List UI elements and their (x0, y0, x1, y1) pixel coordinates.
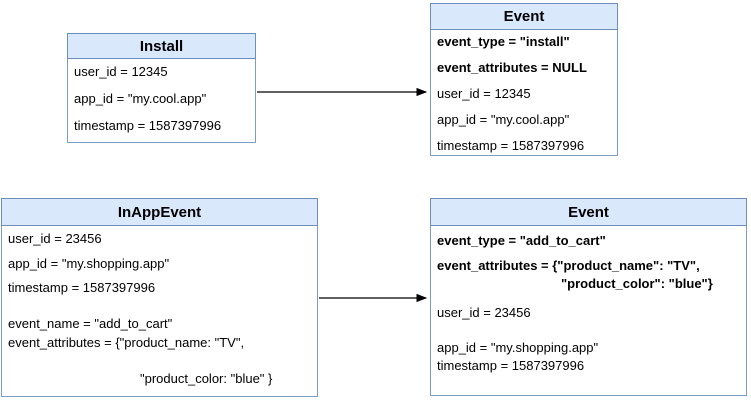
field-row: user_id = 12345 (437, 86, 531, 101)
inappevent-box-body: user_id = 23456 app_id = "my.shopping.ap… (2, 226, 317, 387)
field-row: timestamp = 1587397996 (437, 358, 585, 373)
field-row: event_attributes = {"product_name: "TV", (8, 335, 245, 350)
event-addtocart-box: Event event_type = "add_to_cart" event_a… (430, 198, 747, 396)
event-addtocart-box-title: Event (430, 198, 747, 226)
field-row: app_id = "my.cool.app" (437, 112, 570, 127)
field-row-continuation: "product_color: "blue" } (140, 371, 273, 386)
field-row: app_id = "my.shopping.app" (437, 340, 599, 355)
field-row: user_id = 23456 (8, 231, 102, 246)
field-row: event_type = "install" (437, 34, 570, 49)
field-row: app_id = "my.cool.app" (74, 91, 207, 106)
field-row: timestamp = 1587397996 (8, 280, 156, 295)
field-row: timestamp = 1587397996 (437, 138, 585, 153)
event-install-box-body: event_type = "install" event_attributes … (431, 30, 617, 154)
event-install-box: Event event_type = "install" event_attri… (430, 3, 618, 156)
field-row: app_id = "my.shopping.app" (8, 256, 170, 271)
install-box: Install user_id = 12345 app_id = "my.coo… (67, 33, 256, 143)
field-row: event_type = "add_to_cart" (437, 233, 606, 248)
field-row: user_id = 23456 (437, 305, 531, 320)
field-row: event_name = "add_to_cart" (8, 316, 173, 331)
event-install-box-title: Event (430, 3, 618, 30)
install-box-title: Install (67, 33, 256, 59)
field-row: event_attributes = NULL (437, 60, 587, 75)
inappevent-box: InAppEvent user_id = 23456 app_id = "my.… (1, 198, 318, 397)
field-row-continuation: "product_color": "blue"} (561, 276, 713, 291)
inappevent-box-title: InAppEvent (1, 198, 318, 226)
event-addtocart-box-body: event_type = "add_to_cart" event_attribu… (431, 226, 746, 374)
field-row: timestamp = 1587397996 (74, 118, 222, 133)
field-row: event_attributes = {"product_name": "TV"… (437, 258, 700, 273)
install-box-body: user_id = 12345 app_id = "my.cool.app" t… (68, 59, 255, 134)
field-row: user_id = 12345 (74, 64, 168, 79)
